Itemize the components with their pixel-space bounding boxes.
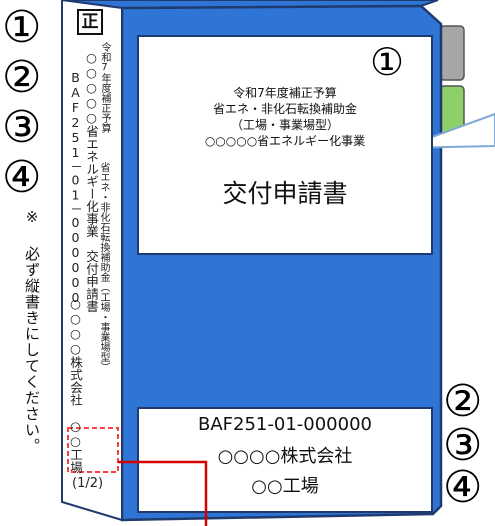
bottom-label-line2: ○○○○株式会社 [217, 446, 353, 467]
top-label-line1: 令和7年度補正予算 [233, 86, 337, 100]
bottom-label: BAF251-01-000000 ○○○○株式会社 ○○工場 [138, 408, 432, 512]
stamp-box [77, 9, 103, 35]
spine-page: (1/2) [72, 476, 104, 491]
tab-gray [439, 25, 465, 81]
marker-2: ② [2, 52, 42, 103]
right-marker-2: ② [443, 376, 483, 427]
marker-3: ③ [2, 102, 42, 153]
top-label-line4: ○○○○○省エネルギー化事業 [204, 134, 366, 148]
spine-main-1: ○○○○○省エネルギー化事業 交付申請書 [84, 50, 99, 313]
marker-1: ① [2, 2, 42, 53]
dashed-box [67, 427, 119, 473]
bottom-label-line1: BAF251-01-000000 [198, 414, 372, 435]
spine-small-2: 省エネ・非化石転換補助金（工場・事業場型） [98, 162, 109, 372]
top-label-line2: 省エネ・非化石転換補助金 [212, 102, 357, 116]
right-marker-4: ④ [443, 462, 483, 513]
spine-main-3: ○○○○株式会社 ○○工場 [68, 296, 83, 474]
top-label-title: 交付申請書 [222, 179, 348, 208]
top-label-box [137, 35, 433, 255]
binder-spine [61, 0, 123, 522]
connector-line [118, 460, 208, 526]
bottom-label-line3: ○○工場 [251, 476, 319, 497]
vertical-note: ※ 必ず縦書きにしてください。 [23, 208, 41, 454]
spine-main-2: BAF251－01－000000 [68, 70, 83, 305]
top-label-line3: （工場・事業場型） [230, 118, 339, 132]
spine-small-1: 令和7年度補正予算 [99, 42, 110, 133]
top-label: ① 令和7年度補正予算 省エネ・非化石転換補助金 （工場・事業場型） ○○○○○… [138, 36, 432, 254]
stamp-char: 正 [81, 12, 99, 32]
marker-4: ④ [2, 152, 42, 203]
right-marker-3: ③ [443, 420, 483, 471]
top-label-marker: ① [370, 40, 405, 84]
bottom-label-box [137, 407, 433, 513]
